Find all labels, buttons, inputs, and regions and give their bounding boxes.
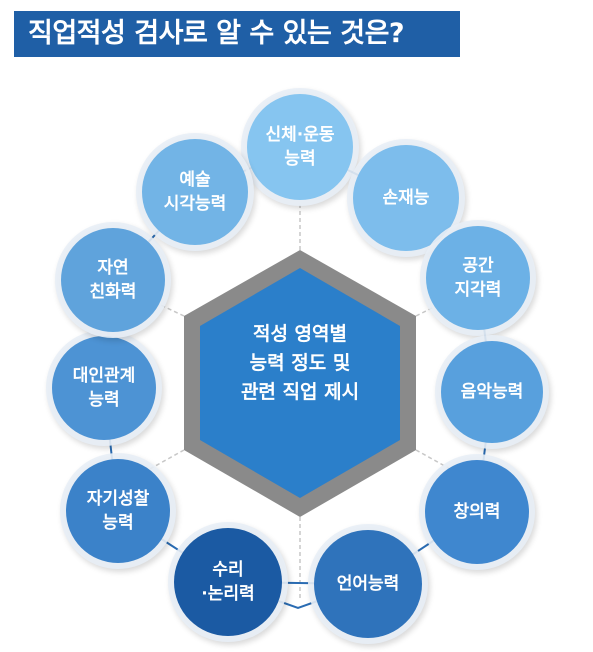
node-label: 대인관계 [72,366,136,386]
node-creativity: 창의력 [425,460,529,564]
dashed-connector-line [415,449,453,471]
node-label: 공간 [462,256,494,276]
center-hexagon-inner [200,268,400,498]
title-text: 직업적성 검사로 알 수 있는 것은? [28,18,405,49]
node-label: 음악능력 [460,382,524,402]
node-label: 자연 [97,258,129,278]
node-label: 지각력 [454,280,502,300]
node-hand-skill: 손재능 [353,145,459,251]
dashed-connector-line [147,449,185,471]
node-math-logic: 수리 ·논리력 [174,528,282,636]
node-label: 능력 [88,390,120,410]
node-music-ability: 음악능력 [441,341,543,443]
node-label: 예술 [179,170,211,190]
node-label: 시각능력 [163,194,227,214]
node-spatial-perception: 공간 지각력 [426,226,530,330]
node-label: ·논리력 [201,584,255,604]
node-label: 손재능 [382,188,430,208]
node-label: 신체·운동 [265,125,335,145]
node-label: 능력 [284,149,316,169]
node-label: 수리 [212,560,244,580]
center-line-1: 적성 영역별 [252,323,347,345]
node-label: 자기성찰 [86,489,150,509]
node-art-visual: 예술 시각능력 [142,139,248,245]
node-label: 능력 [102,513,134,533]
node-physical-ability: 신체·운동 능력 [247,94,353,200]
node-label: 창의력 [453,502,501,522]
node-interpersonal: 대인관계 능력 [52,336,156,440]
node-self-reflection: 자기성찰 능력 [66,459,170,563]
node-language-ability: 언어능력 [314,530,422,638]
title-banner: 직업적성 검사로 알 수 있는 것은? [14,11,460,57]
node-label: 친화력 [89,282,137,302]
node-nature-affinity: 자연 친화력 [61,228,165,332]
center-line-3: 관련 직업 제시 [240,381,360,403]
center-line-2: 능력 정도 및 [249,352,351,374]
node-label: 언어능력 [336,574,400,594]
center-label: 적성 영역별 능력 정도 및 관련 직업 제시 [210,320,390,407]
